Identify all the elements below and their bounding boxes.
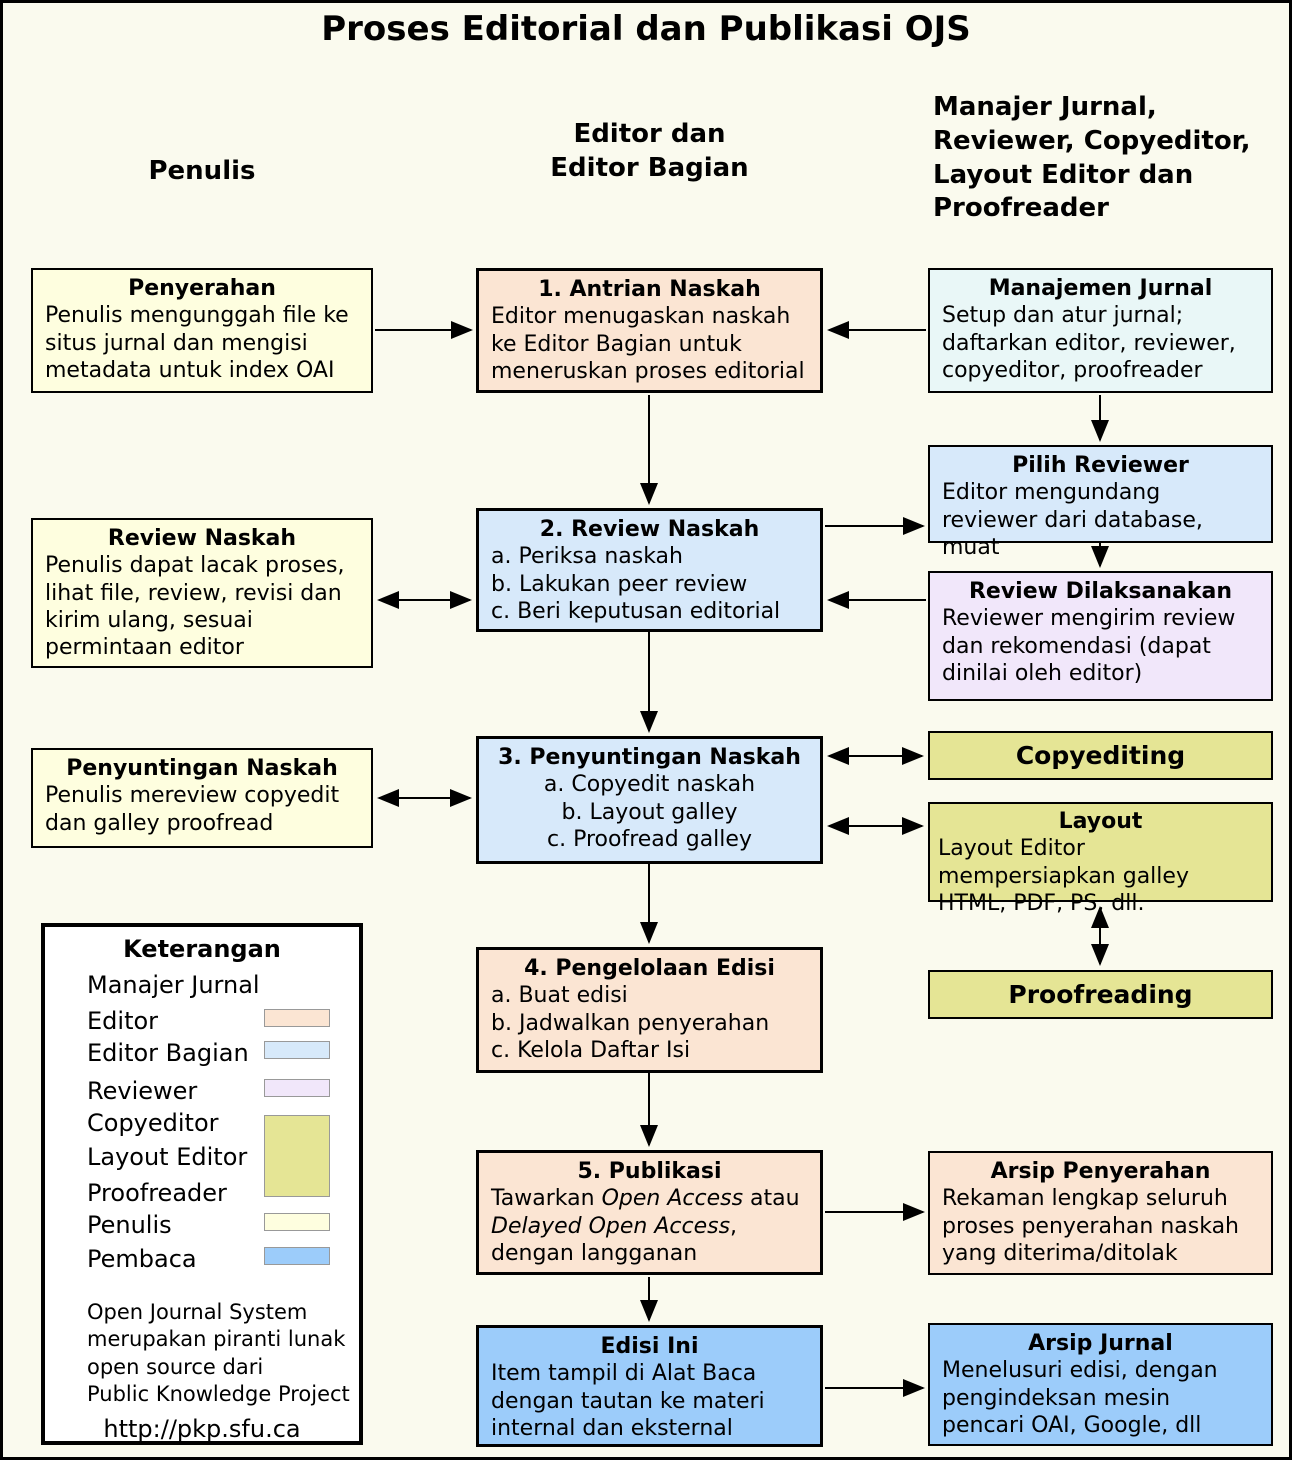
box-body: Layout Editor mempersiapkan galley HTML,… <box>938 836 1189 916</box>
legend-label-reviewer: Reviewer <box>87 1077 198 1105</box>
box-review-dilaksanakan: Review Dilaksanakan Reviewer mengirim re… <box>928 571 1273 701</box>
box-penyerahan: Penyerahan Penulis mengunggah file ke si… <box>31 268 373 393</box>
box-title: Arsip Penyerahan <box>990 1159 1211 1184</box>
box-proofreading: Proofreading <box>928 970 1273 1019</box>
box-body: Editor menugaskan naskah ke Editor Bagia… <box>491 304 805 384</box>
box-body: a. Periksa naskah b. Lakukan peer review… <box>491 544 781 624</box>
box-copyediting: Copyediting <box>928 731 1273 780</box>
publikasi-body-segment: , dengan langganan <box>491 1213 738 1266</box>
box-review-naskah-penulis: Review Naskah Penulis dapat lacak proses… <box>31 518 373 668</box>
legend-footer: Open Journal System merupakan piranti lu… <box>87 1300 350 1406</box>
box-title: Penyuntingan Naskah <box>66 756 338 781</box>
box-title: Review Naskah <box>107 526 297 551</box>
box-body: Penulis dapat lacak proses, lihat file, … <box>45 553 345 661</box>
publikasi-body-segment: Delayed Open Access <box>491 1213 731 1239</box>
publikasi-body-segment: Tawarkan <box>491 1186 602 1212</box>
box-title: Proofreading <box>1008 980 1193 1009</box>
legend-label-copyeditor: Copyeditor <box>87 1109 219 1137</box>
page-title: Proses Editorial dan Publikasi OJS <box>321 9 971 49</box>
legend-label-proofreader: Proofreader <box>87 1179 227 1207</box>
legend-label-editor: Editor <box>87 1007 159 1035</box>
box-body: Penulis mereview copyedit dan galley pro… <box>45 783 340 836</box>
legend-label-layout-editor: Layout Editor <box>87 1143 248 1171</box>
box-title: Manajemen Jurnal <box>988 276 1213 301</box>
legend-swatch-editor <box>264 1009 330 1027</box>
legend-swatch-editor-bagian <box>264 1041 330 1059</box>
box-title: Arsip Jurnal <box>1028 1331 1173 1356</box>
box-body: Tawarkan Open Access atau Delayed Open A… <box>491 1185 808 1267</box>
box-arsip-penyerahan: Arsip Penyerahan Rekaman lengkap seluruh… <box>928 1151 1273 1275</box>
box-title: 1. Antrian Naskah <box>538 277 761 302</box>
box-body: a. Copyedit naskah b. Layout galley c. P… <box>543 772 756 852</box>
box-arsip-jurnal: Arsip Jurnal Menelusuri edisi, dengan pe… <box>928 1323 1273 1446</box>
legend-label-pembaca: Pembaca <box>87 1245 197 1273</box>
legend-title: Keterangan <box>123 935 281 963</box>
legend-label-editor-bagian: Editor Bagian <box>87 1039 249 1067</box>
legend: Keterangan Manajer Jurnal Editor Editor … <box>41 923 363 1445</box>
column-header-penulis: Penulis <box>148 156 256 186</box>
box-pengelolaan-edisi: 4. Pengelolaan Edisi a. Buat edisi b. Ja… <box>476 947 823 1073</box>
box-review-naskah: 2. Review Naskah a. Periksa naskah b. La… <box>476 508 823 632</box>
legend-swatch-pembaca <box>264 1247 330 1265</box>
legend-label-manajer-jurnal: Manajer Jurnal <box>87 971 260 999</box>
box-body: Reviewer mengirim review dan rekomendasi… <box>942 606 1236 686</box>
legend-swatch-reviewer <box>264 1079 330 1097</box>
box-publikasi: 5. Publikasi Tawarkan Open Access atau D… <box>476 1150 823 1275</box>
box-title: Pilih Reviewer <box>1012 453 1189 478</box>
box-penyuntingan-penulis: Penyuntingan Naskah Penulis mereview cop… <box>31 748 373 848</box>
box-body: a. Buat edisi b. Jadwalkan penyerahan c.… <box>491 983 770 1063</box>
box-antrian-naskah: 1. Antrian Naskah Editor menugaskan nask… <box>476 268 823 393</box>
box-penyuntingan-naskah: 3. Penyuntingan Naskah a. Copyedit naska… <box>476 736 823 864</box>
box-pilih-reviewer: Pilih Reviewer Editor mengundang reviewe… <box>928 445 1273 560</box>
column-header-editor: Editor dan Editor Bagian <box>550 119 749 183</box>
legend-url: http://pkp.sfu.ca <box>103 1415 301 1443</box>
column-header-manajer: Manajer Jurnal, Reviewer, Copyeditor, La… <box>933 92 1251 224</box>
box-title: 3. Penyuntingan Naskah <box>498 745 801 770</box>
box-title: 4. Pengelolaan Edisi <box>524 956 775 981</box>
legend-swatch-penulis <box>264 1213 330 1231</box>
box-title: Review Dilaksanakan <box>968 579 1233 604</box>
box-body: Penulis mengunggah file ke situs jurnal … <box>45 303 349 383</box>
legend-label-penulis: Penulis <box>87 1211 172 1239</box>
box-title: Layout <box>1058 809 1143 834</box>
publikasi-body-segment: atau <box>743 1186 800 1212</box>
box-body: Editor mengundang reviewer dari database… <box>942 480 1203 560</box>
box-title: Edisi Ini <box>600 1334 699 1359</box>
box-body: Rekaman lengkap seluruh proses penyeraha… <box>942 1186 1239 1266</box>
box-body: Item tampil di Alat Baca dengan tautan k… <box>491 1361 765 1441</box>
box-title: 5. Publikasi <box>577 1159 722 1184</box>
publikasi-body-segment: Open Access <box>601 1186 744 1212</box>
box-title: 2. Review Naskah <box>539 517 760 542</box>
box-body: Menelusuri edisi, dengan pengindeksan me… <box>942 1358 1218 1438</box>
box-body: Setup dan atur jurnal; daftarkan editor,… <box>942 303 1236 383</box>
legend-swatch-copyeditor-group <box>264 1115 330 1197</box>
box-layout: Layout Layout Editor mempersiapkan galle… <box>928 802 1273 916</box>
box-edisi-ini: Edisi Ini Item tampil di Alat Baca denga… <box>476 1325 823 1447</box>
box-title: Copyediting <box>1015 741 1186 770</box>
box-title: Penyerahan <box>128 276 276 301</box>
box-manajemen-jurnal: Manajemen Jurnal Setup dan atur jurnal; … <box>928 268 1273 393</box>
